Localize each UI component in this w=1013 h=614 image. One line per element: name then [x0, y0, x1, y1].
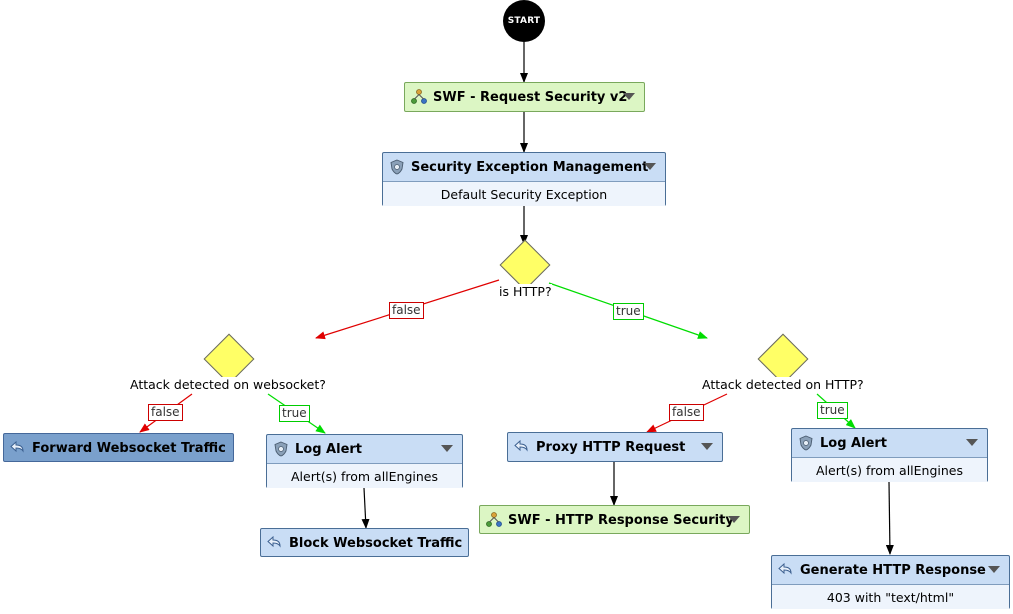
start-node[interactable]: START [503, 0, 545, 42]
chevron-down-icon[interactable] [623, 93, 635, 100]
edge-logalert-ws-to-block [361, 487, 370, 529]
edge-label-false: false [669, 404, 704, 421]
forward-arrow-icon [267, 535, 281, 548]
log-alert-ws-node[interactable]: Log Alert Alert(s) from allEngines [266, 434, 463, 488]
forward-websocket-node[interactable]: Forward Websocket Traffic [3, 433, 234, 462]
generate-http-response-node[interactable]: Generate HTTP Response 403 with "text/ht… [771, 555, 1010, 609]
chevron-down-icon[interactable] [966, 439, 978, 446]
swf-response-security-node[interactable]: SWF - HTTP Response Security [479, 505, 750, 534]
security-exception-node[interactable]: Security Exception Management Default Se… [382, 152, 666, 206]
node-title: Forward Websocket Traffic [32, 440, 226, 456]
node-title: Log Alert [295, 441, 363, 457]
workflow-icon [486, 512, 502, 527]
decision-label: Attack detected on websocket? [130, 377, 326, 392]
node-subtitle: 403 with "text/html" [772, 585, 1009, 609]
node-title: Block Websocket Traffic [289, 535, 463, 551]
forward-arrow-icon [10, 440, 24, 453]
forward-arrow-icon [514, 439, 528, 452]
node-title: SWF - Request Security v2 [433, 89, 628, 105]
node-subtitle: Default Security Exception [383, 182, 665, 206]
edge-logalert-http-to-generate [885, 481, 894, 555]
node-title: Generate HTTP Response [800, 562, 986, 578]
swf-request-security-node[interactable]: SWF - Request Security v2 [404, 82, 645, 112]
workflow-icon [411, 89, 427, 104]
decision-label: Attack detected on HTTP? [702, 377, 864, 392]
edge-label-false: false [148, 404, 183, 421]
block-websocket-node[interactable]: Block Websocket Traffic [260, 528, 469, 557]
edge-label-true: true [613, 303, 644, 320]
chevron-down-icon[interactable] [728, 516, 740, 523]
log-alert-http-node[interactable]: Log Alert Alert(s) from allEngines [791, 428, 988, 482]
node-title: Proxy HTTP Request [536, 439, 686, 455]
decision-label: is HTTP? [499, 284, 552, 299]
shield-icon [799, 435, 813, 451]
proxy-http-request-node[interactable]: Proxy HTTP Request [507, 432, 723, 462]
edge-label-true: true [817, 402, 848, 419]
chevron-down-icon[interactable] [644, 163, 656, 170]
shield-icon [274, 441, 288, 457]
chevron-down-icon[interactable] [988, 566, 1000, 573]
chevron-down-icon[interactable] [701, 443, 713, 450]
node-title: Log Alert [820, 435, 888, 451]
node-subtitle: Alert(s) from allEngines [267, 464, 462, 488]
node-title: Security Exception Management [411, 159, 649, 175]
shield-icon [390, 159, 404, 175]
edge-label-false: false [389, 302, 424, 319]
chevron-down-icon[interactable] [441, 445, 453, 452]
node-subtitle: Alert(s) from allEngines [792, 458, 987, 482]
edge-label-true: true [279, 405, 310, 422]
node-title: SWF - HTTP Response Security [508, 512, 734, 528]
forward-arrow-icon [778, 562, 792, 575]
